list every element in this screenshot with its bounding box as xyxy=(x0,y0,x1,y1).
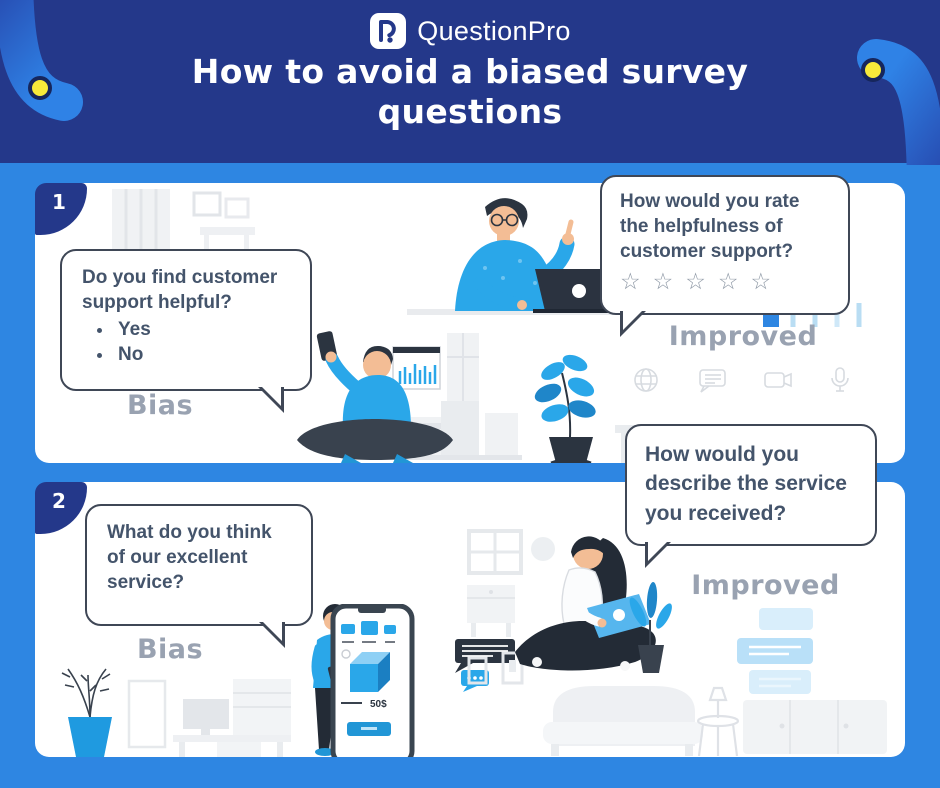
side-table-lamp-illustration xyxy=(696,686,740,757)
channel-icons-row xyxy=(631,365,853,395)
bias-question-bubble-2: What do you think of our excellent servi… xyxy=(85,504,313,648)
man-at-laptop-illustration xyxy=(407,198,625,315)
globe-icon xyxy=(634,368,658,392)
star-rating: ☆☆☆☆☆ xyxy=(620,269,784,296)
page-title: How to avoid a biased survey questions xyxy=(191,52,749,131)
improved-question-text-2: How would you describe the service you r… xyxy=(645,443,847,525)
cabinet-illustration xyxy=(743,700,887,754)
improved-question-bubble-1: How would you rate the helpfulness of cu… xyxy=(600,175,850,337)
person-sitting-with-phone-illustration xyxy=(297,331,453,463)
yellow-dot-right xyxy=(861,58,885,82)
logo-text: QuestionPro xyxy=(417,15,571,46)
yellow-dot-left xyxy=(28,76,52,100)
window-illustration xyxy=(447,333,479,401)
bias-option-yes: Yes xyxy=(114,317,292,342)
section-1-illustrations xyxy=(35,183,905,463)
bias-question-text-2: What do you think of our excellent servi… xyxy=(107,522,272,594)
bias-question-text-1: Do you find customer support helpful? xyxy=(82,267,278,314)
wall-chart-illustration xyxy=(392,346,441,390)
improved-question-text-1: How would you rate the helpfulness of cu… xyxy=(620,191,800,263)
small-frames-illustration xyxy=(467,651,524,685)
woman-with-laptop-illustration xyxy=(515,536,656,671)
improved-question-bubble-2: How would you describe the service you r… xyxy=(625,424,877,568)
improved-label-2: Improved xyxy=(691,570,840,601)
window-dresser-illustration xyxy=(467,529,555,637)
video-camera-icon xyxy=(764,372,792,388)
bias-label-1: Bias xyxy=(126,390,194,421)
bias-label-2: Bias xyxy=(136,634,204,665)
bias-option-no: No xyxy=(114,342,292,367)
improved-label-1: Improved xyxy=(668,321,818,352)
section-2-illustrations: 50$ xyxy=(35,482,905,757)
corner-swoosh-right-decoration xyxy=(857,39,940,165)
questionpro-logo-icon xyxy=(370,13,407,49)
couch-illustration xyxy=(543,686,703,756)
phone-price-text: 50$ xyxy=(370,699,387,710)
section-1-number: 1 xyxy=(52,190,66,214)
closet-and-frames-illustration xyxy=(112,189,255,255)
small-plant-illustration xyxy=(629,582,672,673)
bias-options-list: Yes No xyxy=(114,317,292,367)
phone-mockup-illustration: 50$ xyxy=(330,604,415,757)
bias-question-bubble-1: Do you find customer support helpful? Ye… xyxy=(60,249,312,413)
desk-with-monitor-illustration xyxy=(127,679,291,757)
message-bubbles-illustration xyxy=(737,608,813,694)
plant-blue-pot-illustration xyxy=(61,668,112,757)
corner-swoosh-left-decoration xyxy=(0,0,83,121)
speech-bubbles-icon xyxy=(699,369,726,393)
microphone-icon xyxy=(831,367,849,392)
section-2-number: 2 xyxy=(52,489,66,513)
logo: QuestionPro xyxy=(0,12,940,50)
section-2: 50$ xyxy=(35,424,905,757)
section-1: 1 Do you find customer support helpful? … xyxy=(35,175,905,463)
header: QuestionPro How to avoid a biased survey… xyxy=(0,0,940,165)
